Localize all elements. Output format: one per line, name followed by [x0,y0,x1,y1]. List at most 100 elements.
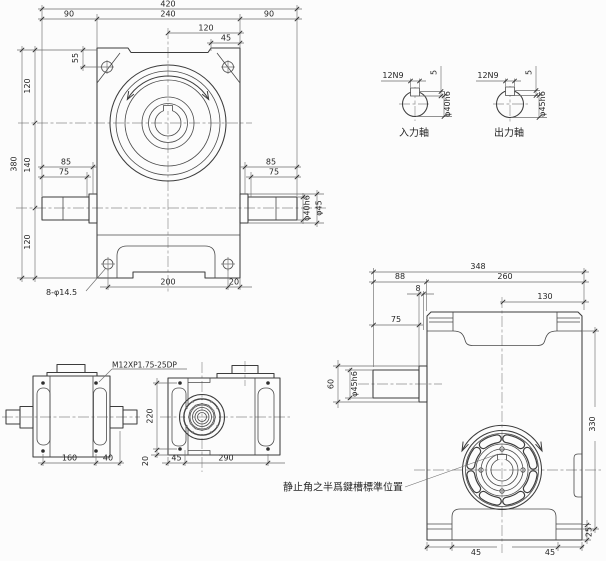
dim-hole-pitch: 200 [160,278,175,287]
dim-total-length: 348 [470,262,485,271]
dim-output-keyway: 12N9 [477,71,498,80]
front-extension-lines [17,5,324,292]
bottom-dim-lines [151,378,285,466]
dim-width-40: 40 [103,454,113,463]
dim-hole-to-edge: 20 [229,278,239,287]
dim-output-key-depth: 5 [525,70,534,75]
dim-right-shaft-ext: 90 [264,10,274,19]
dim-upper-segment: 120 [23,78,32,93]
side-dim-lines [38,368,187,466]
dim-center-to-face: 130 [537,292,552,301]
output-flange-keyway [497,454,507,460]
bottom-ticks [154,380,271,466]
dim-output-dia: φ45h6 [538,91,547,117]
flange-slots [466,434,538,506]
front-centerlines [16,28,326,293]
input-keyway [410,87,420,97]
dim-offset-20: 20 [141,456,150,466]
dim-shaft-section: 88 [395,272,405,281]
front-dim-ticks [19,6,320,290]
output-shaft-section: 12N9 5 φ45h6 出力軸 [476,66,547,139]
bearing [178,393,226,441]
side-right-groove [93,387,107,446]
output-section-dim-lines [476,66,547,118]
dim-body-width: 240 [160,10,175,19]
dim-width-160: 160 [62,454,77,463]
front-dimension-lines [21,8,318,288]
dim-total-height: 380 [10,156,19,171]
output-top-pads [427,312,582,332]
side-left-groove [36,387,51,446]
bearing-balls [183,398,221,436]
dim-left-foot: 45 [471,548,481,557]
dim-height-220: 220 [146,408,155,423]
bottom-body [167,377,281,456]
dim-input-key-depth: 5 [430,70,439,75]
dim-height-330: 330 [588,416,597,431]
output-foot-arch [451,508,557,540]
front-keyway [163,105,173,111]
dim-tap-spec: M12XP1.75-25DP [112,361,177,370]
input-shaft-section: 12N9 5 φ40h6 入力軸 [381,66,452,139]
output-dimension-lines [337,271,596,548]
side-inner-walls [49,376,94,457]
dim-left-shaft-ext: 90 [64,10,74,19]
output-body-outline [426,311,583,541]
front-input-shaft [239,193,298,224]
output-flange [461,429,543,511]
side-top-boss [46,363,98,376]
dim-center-to-edge: 120 [198,24,213,33]
bottom-top-boss [216,364,275,378]
output-side-view: 348 88 260 8 130 75 60 φ45h6 330 25 45 4… [283,262,601,557]
dim-middle-segment: 140 [23,157,32,172]
dim-input-dia: φ40h6 [443,91,452,117]
dim-input-keyway: 12N9 [382,71,403,80]
front-body-outline [96,47,241,279]
output-side-notch [573,453,582,498]
dim-offset-45: 45 [171,454,181,463]
bottom-inner-walls [187,378,256,455]
dim-right-foot: 45 [545,548,555,557]
output-extension-lines [333,268,599,551]
dim-shaft-length: 75 [391,315,401,324]
output-ticks [335,269,598,550]
side-ticks [40,460,123,466]
bottom-view: 220 20 45 290 [141,361,290,472]
dim-lower-segment: 120 [23,234,32,249]
side-shafts [5,405,138,429]
front-view: 420 90 240 90 120 45 55 380 120 140 120 … [10,0,326,297]
output-section-ticks [502,78,542,121]
dim-right-shaft-85: 85 [266,158,276,167]
side-view: M12XP1.75-25DP 160 40 [2,361,187,466]
front-base-arch [116,245,216,278]
dim-input-shaft-dia: φ40h6 [303,195,312,221]
rotation-arrow-icon [126,75,210,101]
output-foot-lines [427,523,582,530]
input-section-ticks [407,78,447,120]
dim-left-shaft-75: 75 [59,168,69,177]
input-shaft-label: 入力軸 [399,126,429,139]
dim-output-shaft-dia: φ45h6 [350,371,359,397]
dim-right-shaft-75: 75 [269,168,279,177]
keyway-position-note: 静止角之半爲鍵槽標準位置 [283,481,403,494]
output-saddle [452,330,558,346]
side-bolt-holes [41,381,98,453]
dim-body-length: 260 [497,272,512,281]
dim-width-290: 290 [218,454,233,463]
dim-notch-to-edge: 45 [221,34,231,43]
dim-base-holes: 8-φ14.5 [46,288,77,297]
dim-foot-height: 25 [585,527,594,537]
dim-left-shaft-85: 85 [61,158,71,167]
output-rotation-arrow-icon [461,424,543,453]
dim-collar-width: 60 [327,379,336,389]
front-corner-lines [96,52,241,236]
dim-face-offset: 8 [415,284,420,293]
front-dial-circles [109,64,227,182]
front-output-shaft [41,193,98,224]
dim-total-width: 420 [160,0,175,9]
bottom-right-groove [257,387,275,447]
front-corner-holes [100,60,235,271]
dim-input-collar-dia: φ45 [315,200,324,215]
bottom-bolt-holes [178,381,270,451]
